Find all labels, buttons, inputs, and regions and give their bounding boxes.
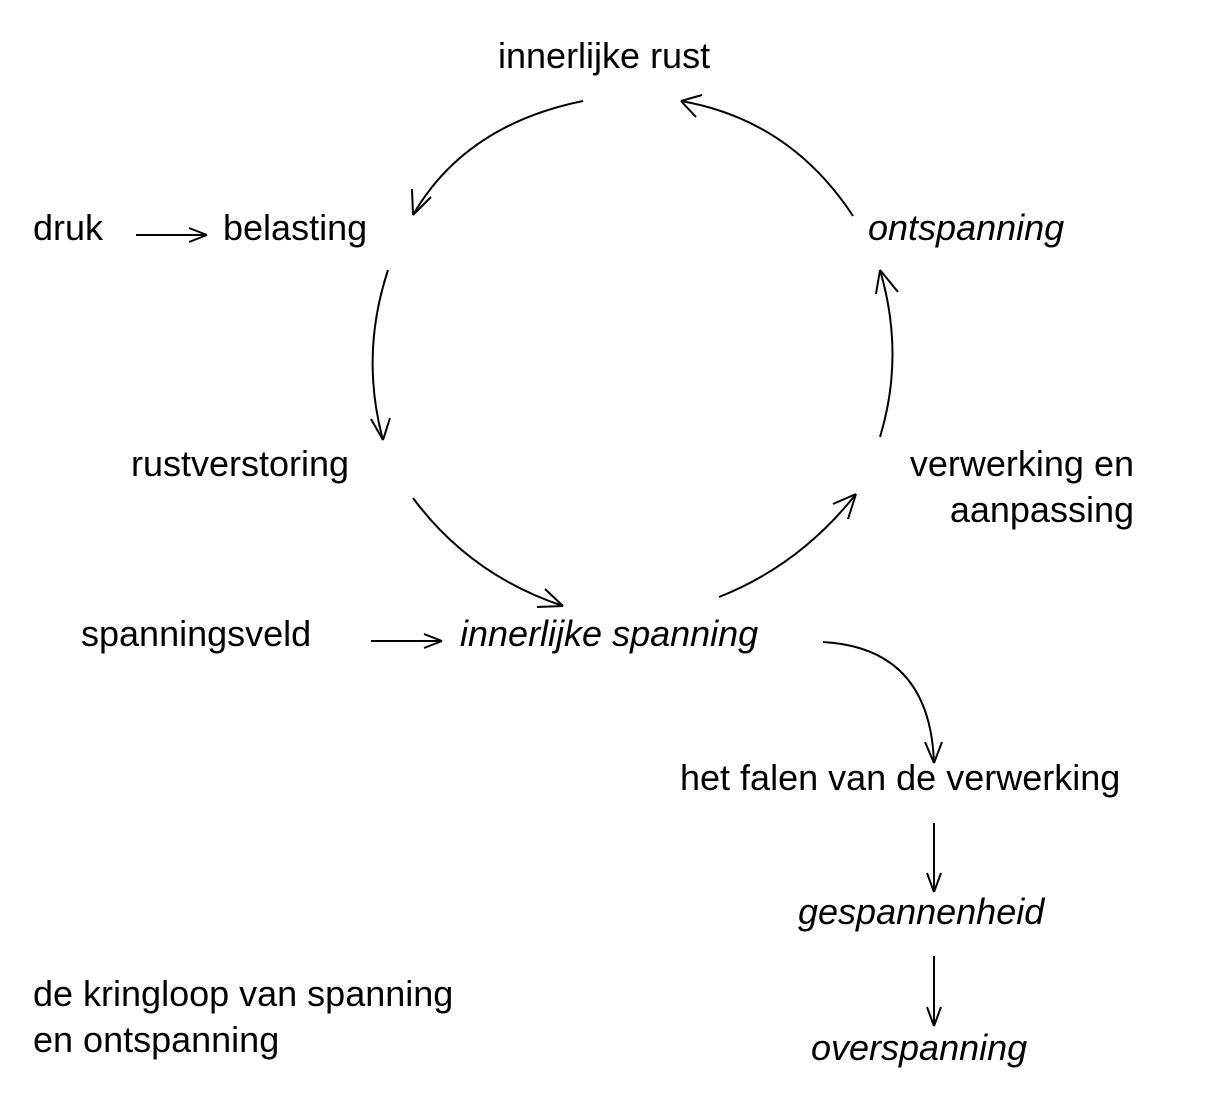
node-spanningsveld: spanningsveld [81,613,312,654]
arrowhead-druk [188,227,208,243]
node-gespannenheid: gespannenheid [798,891,1045,932]
node-innerlijke-rust: innerlijke rust [498,35,711,76]
node-verwerking-line1: verwerking en [909,443,1134,484]
node-overspanning: overspanning [811,1027,1028,1068]
arrowhead-overspanning [926,1006,942,1027]
arrowhead-spanning-from-rustverstoring [536,588,564,608]
arrowhead-rustverstoring [370,417,391,441]
edge-rust-to-belasting [412,100,584,216]
arrowhead-falen [924,741,943,764]
node-belasting: belasting [223,207,368,248]
caption-line1: de kringloop van spanning [33,973,454,1014]
edge-verwerking-to-ontspanning [879,269,894,438]
edge-rustverstoring-to-spanning [412,497,564,607]
edge-ontspanning-to-rust [680,100,854,217]
node-het-falen: het falen van de verwerking [680,757,1121,798]
arrowhead-verwerking [832,493,857,520]
node-innerlijke-spanning: innerlijke spanning [460,613,759,654]
edge-belasting-to-rustverstoring [371,269,389,441]
edge-spanning-to-falen [822,641,935,764]
arrowhead-spanningsveld [423,633,443,649]
node-druk: druk [33,207,104,248]
node-rustverstoring: rustverstoring [131,443,350,484]
caption-line2: en ontspanning [33,1019,280,1060]
arrowhead-gespannenheid [926,872,942,893]
arrowhead-belasting [411,188,432,216]
arrowhead-ontspanning [875,269,899,295]
node-verwerking-line2: aanpassing [949,489,1134,530]
diagram-caption: de kringloop van spanning en ontspanning [33,971,453,1063]
edge-spanning-to-verwerking [718,493,857,598]
arrowhead-rust [680,94,703,118]
node-verwerking-en-aanpassing: verwerking en aanpassing [888,441,1134,533]
node-ontspanning: ontspanning [868,207,1065,248]
